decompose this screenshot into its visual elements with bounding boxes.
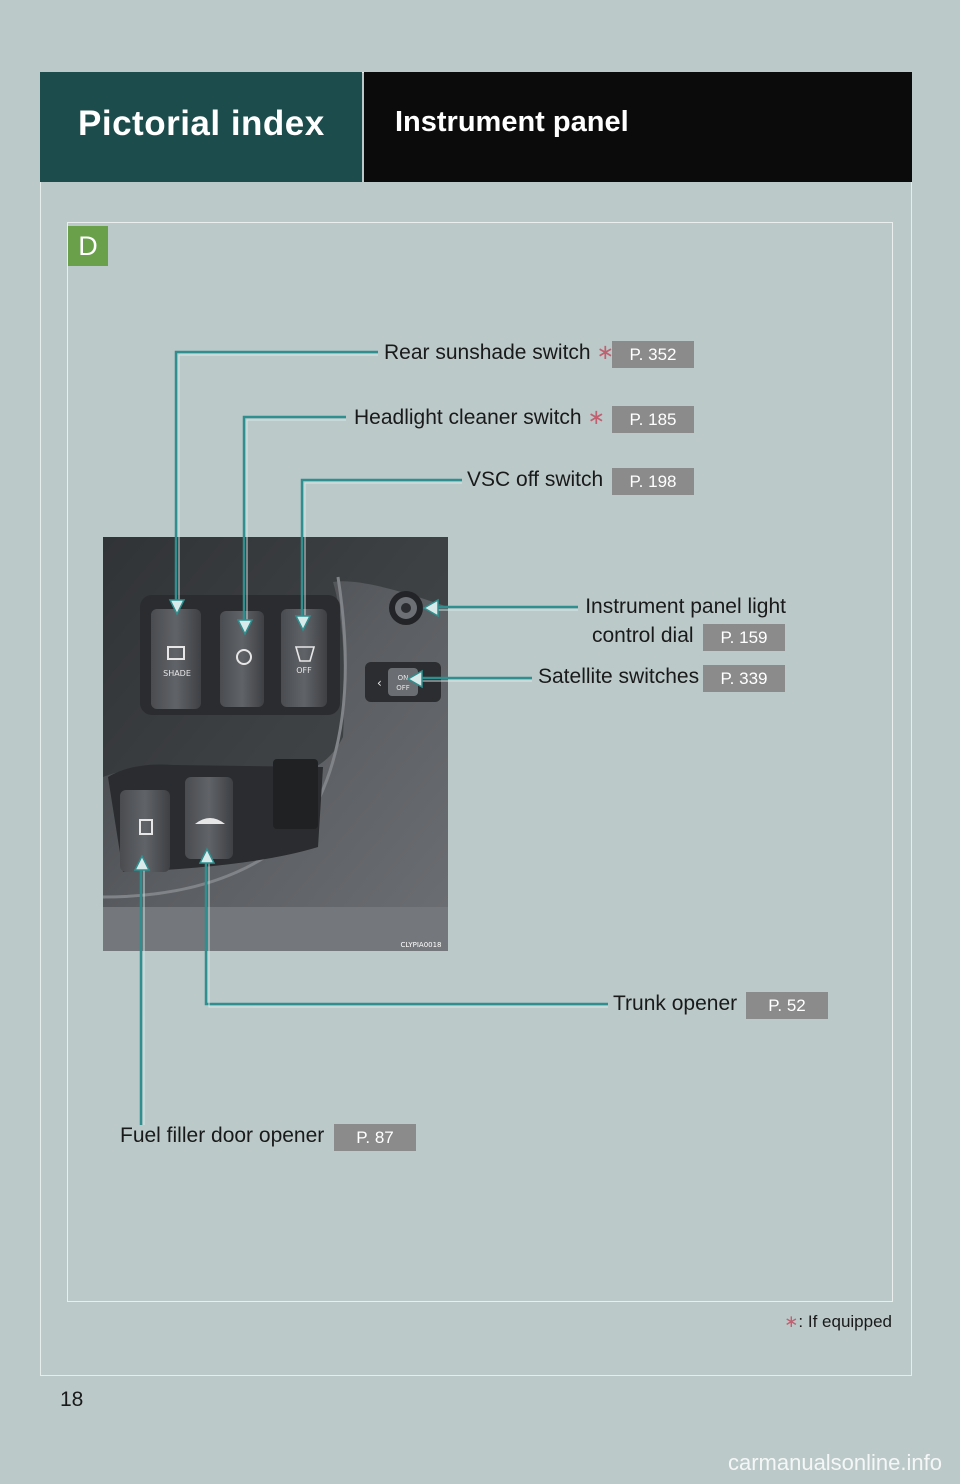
satellite-off-text: OFF	[396, 684, 410, 692]
header-section-tab	[40, 72, 362, 182]
vsc-off-label: VSC off switch	[467, 468, 604, 491]
page-number: 18	[60, 1388, 84, 1411]
headlight-cleaner-page-ref[interactable]: P. 185	[612, 406, 694, 433]
page-title: Instrument panel	[395, 106, 629, 138]
headlight-cleaner-label: Headlight cleaner switch ∗	[354, 406, 606, 429]
asterisk-icon: ∗	[784, 1312, 799, 1331]
fuel-filler-label: Fuel filler door opener	[120, 1124, 325, 1147]
trunk-opener-label: Trunk opener	[613, 992, 738, 1015]
section-badge: D	[68, 226, 108, 266]
rear-sunshade-page-ref[interactable]: P. 352	[612, 341, 694, 368]
satellite-switches-label: Satellite switches	[538, 665, 700, 688]
switch-panel-photo: SHADE OFF ON OFF ‹ CLYPIA0018	[103, 537, 448, 951]
photo-code: CLYPIA0018	[400, 941, 441, 949]
vsc-switch-text: OFF	[296, 666, 312, 675]
shade-switch-text: SHADE	[163, 669, 191, 678]
section-title: Pictorial index	[78, 104, 325, 143]
footnote: ∗: If equipped	[784, 1312, 892, 1331]
watermark: carmanualsonline.info	[727, 1450, 942, 1475]
asterisk-icon: ∗	[596, 341, 615, 364]
panel-light-label-line2: control dial	[592, 624, 694, 647]
rear-sunshade-label: Rear sunshade switch ∗	[384, 341, 615, 364]
svg-text:‹: ‹	[377, 676, 382, 690]
satellite-switches-page-ref[interactable]: P. 339	[703, 665, 785, 692]
trunk-opener-page-ref[interactable]: P. 52	[746, 992, 828, 1019]
panel-light-label-line1: Instrument panel light	[585, 595, 786, 618]
fuel-filler-page-ref[interactable]: P. 87	[334, 1124, 416, 1151]
asterisk-icon: ∗	[587, 406, 606, 429]
header-title-bar	[364, 72, 912, 182]
satellite-on-text: ON	[398, 674, 409, 682]
illustration-panel	[67, 222, 893, 1302]
vsc-off-page-ref[interactable]: P. 198	[612, 468, 694, 495]
panel-light-page-ref[interactable]: P. 159	[703, 624, 785, 651]
